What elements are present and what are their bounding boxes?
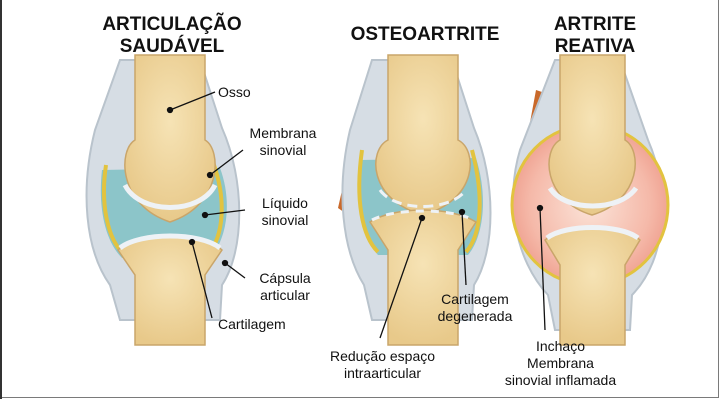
label-degenerated-cartilage: Cartilagem degenerada [425,291,525,325]
title-healthy-line2: SAUDÁVEL [82,36,262,58]
label-swelling-line1: Inchaço [488,338,633,355]
label-space-line1: Redução espaço [320,348,445,365]
title-reactive-line1: ARTRITE [540,14,650,36]
label-space-line2: intraarticular [320,365,445,382]
title-osteo-text: OSTEOARTRITE [345,24,505,46]
reactive-lower-bone [545,227,640,346]
leader-space-dot [420,216,425,221]
reactive-joint [512,55,668,345]
title-osteo: OSTEOARTRITE [345,24,505,46]
label-bone: Osso [218,84,251,101]
healthy-joint [87,55,240,345]
reactive-upper-bone [549,55,635,215]
label-synovial-membrane-line1: Membrana [238,125,328,142]
label-joint-space-reduction: Redução espaço intraarticular [320,348,445,382]
leader-fluid-dot [203,213,208,218]
label-capsule-line2: articular [245,287,325,304]
label-synovial-fluid-line2: sinovial [245,212,325,229]
label-synovial-fluid-line1: Líquido [245,195,325,212]
label-synovial-membrane-line2: sinovial [238,142,328,159]
leader-bone-dot [168,108,173,113]
osteo-upper-bone [376,55,470,215]
leader-degenerated-dot [460,210,465,215]
title-reactive-line2: REATIVA [540,36,650,58]
label-cartilage: Cartilagem [218,316,286,333]
label-swelling-line3: sinovial inflamada [488,372,633,389]
leader-cartilage-dot [190,240,195,245]
label-synovial-membrane: Membrana sinovial [238,125,328,159]
label-capsule: Cápsula articular [245,270,325,304]
title-reactive: ARTRITE REATIVA [540,14,650,58]
label-swelling: Inchaço Membrana sinovial inflamada [488,338,633,389]
label-degenerated-line2: degenerada [425,308,525,325]
label-capsule-line1: Cápsula [245,270,325,287]
leader-membrane-dot [208,173,213,178]
label-degenerated-line1: Cartilagem [425,291,525,308]
label-swelling-line2: Membrana [488,355,633,372]
leader-swelling-dot [538,206,543,211]
title-healthy-line1: ARTICULAÇÃO [82,14,262,36]
title-healthy: ARTICULAÇÃO SAUDÁVEL [82,14,262,58]
leader-capsule-dot [223,261,228,266]
label-synovial-fluid: Líquido sinovial [245,195,325,229]
